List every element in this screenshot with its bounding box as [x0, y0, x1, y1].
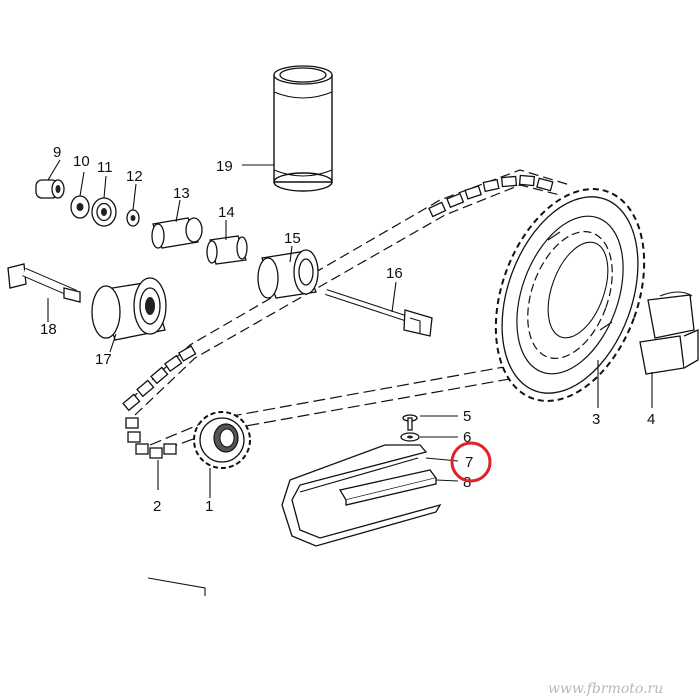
callout-16: 16: [386, 265, 403, 282]
callout-15: 15: [284, 230, 301, 247]
chain-guide-rail: [281, 444, 442, 547]
chain: [122, 169, 571, 459]
callout-8: 8: [463, 474, 471, 491]
callout-4: 4: [647, 411, 655, 428]
watermark: www.fbrmoto.ru: [548, 681, 663, 697]
spacer: [151, 217, 203, 249]
callout-13: 13: [173, 185, 190, 202]
bolt: [325, 289, 433, 337]
callout-2: 2: [153, 498, 161, 515]
callout-18: 18: [40, 321, 57, 338]
callout-12: 12: [126, 168, 143, 185]
screw: [402, 414, 418, 431]
callout-5: 5: [463, 408, 471, 425]
rubber-damper: [639, 291, 699, 375]
sleeve: [206, 235, 248, 265]
chain-links-rear: [428, 174, 554, 218]
bearing: [257, 249, 319, 299]
callouts: 1 2 3 4 5 6 7 8 9 10 11 12 13 14 15 16 1…: [40, 144, 655, 515]
callout-7: 7: [465, 454, 473, 471]
callout-6: 6: [463, 429, 471, 446]
front-sprocket: [193, 411, 251, 469]
bearing-ring: [91, 197, 117, 227]
bushing: [35, 179, 65, 199]
margin-mark: [147, 577, 206, 596]
washer: [400, 432, 420, 442]
callout-14: 14: [218, 204, 235, 221]
callout-10: 10: [73, 153, 90, 170]
callout-1: 1: [205, 498, 213, 515]
leader-lines: [47, 159, 653, 498]
callout-9: 9: [53, 144, 61, 161]
washer-10: [70, 195, 90, 219]
cylinder-sleeve: [273, 65, 333, 192]
bolt-18: [7, 263, 81, 303]
callout-19: 19: [216, 158, 233, 175]
highlight-circle: [450, 441, 492, 483]
washer-12: [126, 209, 140, 227]
roller: [91, 277, 167, 341]
callout-17: 17: [95, 351, 112, 368]
callout-3: 3: [592, 411, 600, 428]
callout-11: 11: [97, 159, 113, 176]
guide-pad: [338, 469, 438, 506]
chain-links-front: [122, 345, 197, 459]
rear-sprocket: [494, 188, 646, 402]
